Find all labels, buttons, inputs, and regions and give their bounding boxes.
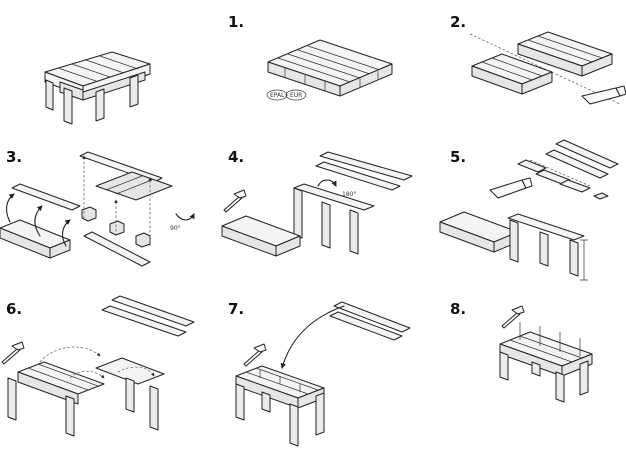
saw-icon (489, 177, 533, 199)
step-number-7: 7. (228, 300, 244, 318)
panel-step-7: 7. (228, 300, 411, 447)
hammer-icon (243, 343, 267, 367)
panel-step-2: 2. (450, 13, 626, 105)
panel-step-4: 4. 180° (221, 148, 413, 257)
step-number-2: 2. (450, 13, 466, 31)
pallet-1 (267, 39, 393, 97)
panel-step-3: 3. 90° (0, 148, 195, 267)
step-number-1: 1. (228, 13, 244, 31)
panel-step-5: 5. (439, 139, 619, 281)
stamp-epal: EPAL (270, 92, 285, 99)
panel-finished-bench (44, 51, 151, 125)
hammer-icon (501, 305, 525, 329)
step-number-5: 5. (450, 148, 466, 166)
step-number-6: 6. (6, 300, 22, 318)
pallet-stamps: EPAL EUR (266, 89, 307, 101)
step-number-8: 8. (450, 300, 466, 318)
rotate-90-label: 90° (170, 225, 181, 232)
pallet-half-left (471, 53, 553, 95)
step-number-4: 4. (228, 148, 244, 166)
stamp-eur: EUR (290, 92, 302, 99)
rotate-180-label: 180° (342, 191, 356, 198)
panel-step-6: 6. (1, 295, 195, 437)
hammer-icon (223, 189, 247, 213)
pallet-half-right (517, 31, 613, 77)
saw-icon (581, 85, 626, 105)
panel-step-1: 1. EPAL EUR (228, 13, 393, 101)
step-number-3: 3. (6, 148, 22, 166)
panel-step-8: 8. (450, 300, 593, 403)
hammer-icon (1, 341, 25, 365)
